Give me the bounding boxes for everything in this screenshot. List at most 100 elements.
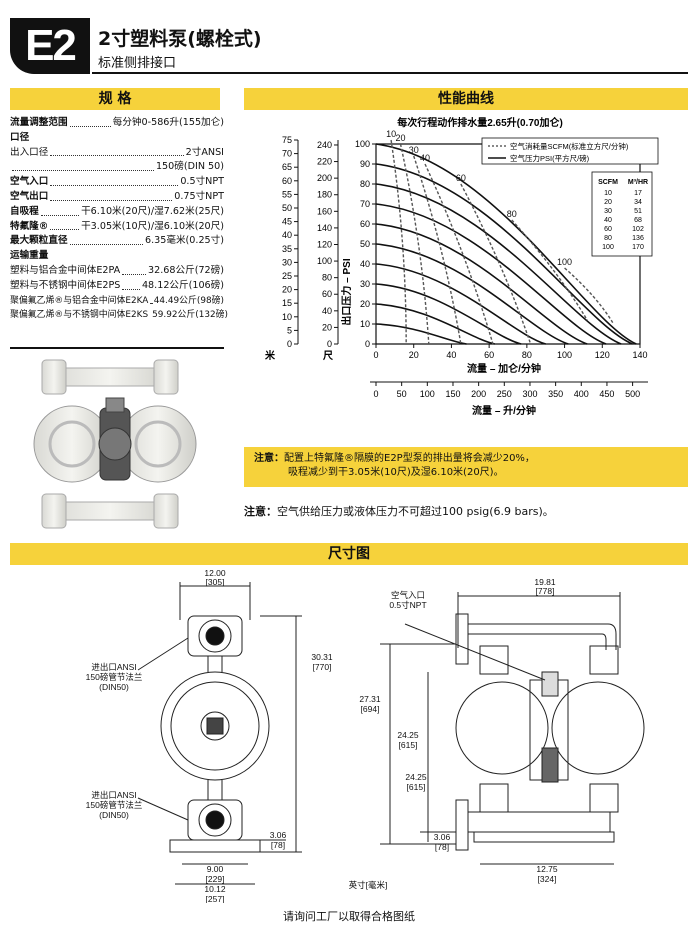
dim-w-feet: 10.12 bbox=[204, 884, 226, 894]
note-pressure: 注意：空气供给压力或液体压力不可超过100 psig(6.9 bars)。 bbox=[244, 505, 554, 518]
dim-h-mid1-mm: [615] bbox=[399, 740, 418, 750]
meter-tick-label: 15 bbox=[282, 298, 292, 308]
air-curve-label: 60 bbox=[456, 173, 466, 183]
scfm-table-cell: 30 bbox=[604, 208, 612, 215]
gpm-tick-label: 100 bbox=[557, 350, 572, 360]
pressure-curve bbox=[375, 223, 588, 345]
dim-outlet-2: 150磅管节法兰 bbox=[86, 672, 143, 682]
psi-tick-label: 100 bbox=[355, 139, 370, 149]
lpm-tick-label: 500 bbox=[625, 389, 640, 399]
dim-h-foot: 3.06 bbox=[270, 830, 287, 840]
scfm-table-cell: 17 bbox=[634, 190, 642, 197]
scfm-table-cell: 170 bbox=[632, 244, 644, 251]
gpm-tick-label: 80 bbox=[522, 350, 532, 360]
model-badge: E2 bbox=[10, 18, 90, 74]
dim-h-foot2-mm: [78] bbox=[435, 842, 449, 852]
meter-tick-label: 45 bbox=[282, 217, 292, 227]
dim-w-top-mm: [305] bbox=[206, 577, 225, 587]
scfm-table-cell: 34 bbox=[634, 199, 642, 206]
feet-tick-label: 0 bbox=[327, 339, 332, 349]
scfm-table-cell: 136 bbox=[632, 235, 644, 242]
air-curve bbox=[424, 163, 494, 345]
lpm-tick-label: 200 bbox=[471, 389, 486, 399]
psi-tick-label: 50 bbox=[360, 239, 370, 249]
note-teflon: 注意：配置上特氟隆®隔膜的E2P型泵的排出量将会减少20%， 吸程减少到干3.0… bbox=[244, 447, 688, 487]
scfm-table-box bbox=[591, 171, 653, 257]
dim-h-foot-mm: [78] bbox=[271, 840, 285, 850]
feet-tick-label: 220 bbox=[317, 157, 332, 167]
meter-tick-label: 70 bbox=[282, 149, 292, 159]
psi-tick-label: 30 bbox=[360, 279, 370, 289]
chart-ylabel-m: 米 bbox=[265, 349, 276, 362]
dim-w-side-mm: [778] bbox=[536, 586, 555, 596]
gpm-tick-label: 0 bbox=[373, 350, 378, 360]
scfm-table-cell: 10 bbox=[604, 190, 612, 197]
section-dimensions: 尺寸图 bbox=[10, 543, 688, 565]
air-curve bbox=[564, 267, 615, 325]
dim-w-top: 12.00 bbox=[204, 568, 226, 578]
dim-h-total: 30.31 bbox=[311, 652, 333, 662]
dim-air-2: 0.5寸NPT bbox=[389, 600, 426, 610]
lpm-tick-label: 100 bbox=[420, 389, 435, 399]
dim-h-foot2: 3.06 bbox=[434, 832, 451, 842]
lpm-tick-label: 150 bbox=[445, 389, 460, 399]
dim-air-1: 空气入口 bbox=[391, 590, 425, 600]
meter-tick-label: 25 bbox=[282, 271, 292, 281]
psi-tick-label: 70 bbox=[360, 199, 370, 209]
feet-tick-label: 40 bbox=[322, 306, 332, 316]
footer-note: 请询问工厂以取得合格图纸 bbox=[283, 910, 415, 923]
air-curve-label: 80 bbox=[507, 209, 517, 219]
spec-weight-title: 运输重量 bbox=[10, 250, 49, 262]
feet-tick-label: 100 bbox=[317, 256, 332, 266]
dim-units: 英寸[毫米] bbox=[349, 880, 388, 890]
scfm-table-header: SCFM bbox=[598, 179, 618, 186]
chart-x2label: 流量 – 升/分钟 bbox=[472, 404, 536, 417]
meter-tick-label: 40 bbox=[282, 230, 292, 240]
dimension-drawing: 12.00 [305] 30.31 [770] 进出口ANSI 150磅管节法兰… bbox=[86, 568, 645, 903]
specs-rule bbox=[10, 347, 224, 349]
chart-legend: 空气消耗量SCFM(标准立方尺/分钟) 空气压力PSI(平方尺/磅) bbox=[481, 137, 659, 165]
pressure-curve bbox=[375, 183, 622, 345]
scfm-table-cell: 80 bbox=[604, 235, 612, 242]
dim-h-mid1: 24.25 bbox=[397, 730, 419, 740]
gpm-tick-label: 20 bbox=[409, 350, 419, 360]
air-curve-label: 40 bbox=[420, 153, 430, 163]
meter-tick-label: 10 bbox=[282, 312, 292, 322]
meter-tick-label: 30 bbox=[282, 257, 292, 267]
pressure-curve bbox=[375, 263, 546, 345]
chart-title: 每次行程动作排水量2.65升(0.70加仑) bbox=[397, 116, 563, 129]
dim-w-base-mm: [229] bbox=[206, 874, 225, 884]
section-performance: 性能曲线 bbox=[244, 88, 688, 110]
feet-tick-label: 200 bbox=[317, 173, 332, 183]
section-specs: 规 格 bbox=[10, 88, 220, 110]
lpm-tick-label: 450 bbox=[599, 389, 614, 399]
pressure-curve bbox=[375, 283, 522, 345]
air-curve bbox=[390, 139, 407, 345]
meter-tick-label: 35 bbox=[282, 244, 292, 254]
scfm-table-header: M³/HR bbox=[628, 179, 648, 186]
legend-solid: 空气压力PSI(平方尺/磅) bbox=[510, 153, 590, 163]
feet-tick-label: 60 bbox=[322, 289, 332, 299]
chart-xlabel: 流量 – 加仑/分钟 bbox=[467, 362, 541, 375]
chart-ylabel-ft: 尺 bbox=[323, 350, 333, 362]
meter-tick-label: 50 bbox=[282, 203, 292, 213]
dim-outlet-3: (DIN50) bbox=[99, 682, 129, 692]
dim-h-mid2: 24.25 bbox=[405, 772, 427, 782]
feet-tick-label: 80 bbox=[322, 273, 332, 283]
meter-tick-label: 75 bbox=[282, 135, 292, 145]
pressure-curve bbox=[375, 143, 637, 345]
lpm-tick-label: 400 bbox=[574, 389, 589, 399]
scfm-table-cell: 102 bbox=[632, 226, 644, 233]
side-view bbox=[380, 592, 645, 865]
psi-tick-label: 10 bbox=[360, 319, 370, 329]
